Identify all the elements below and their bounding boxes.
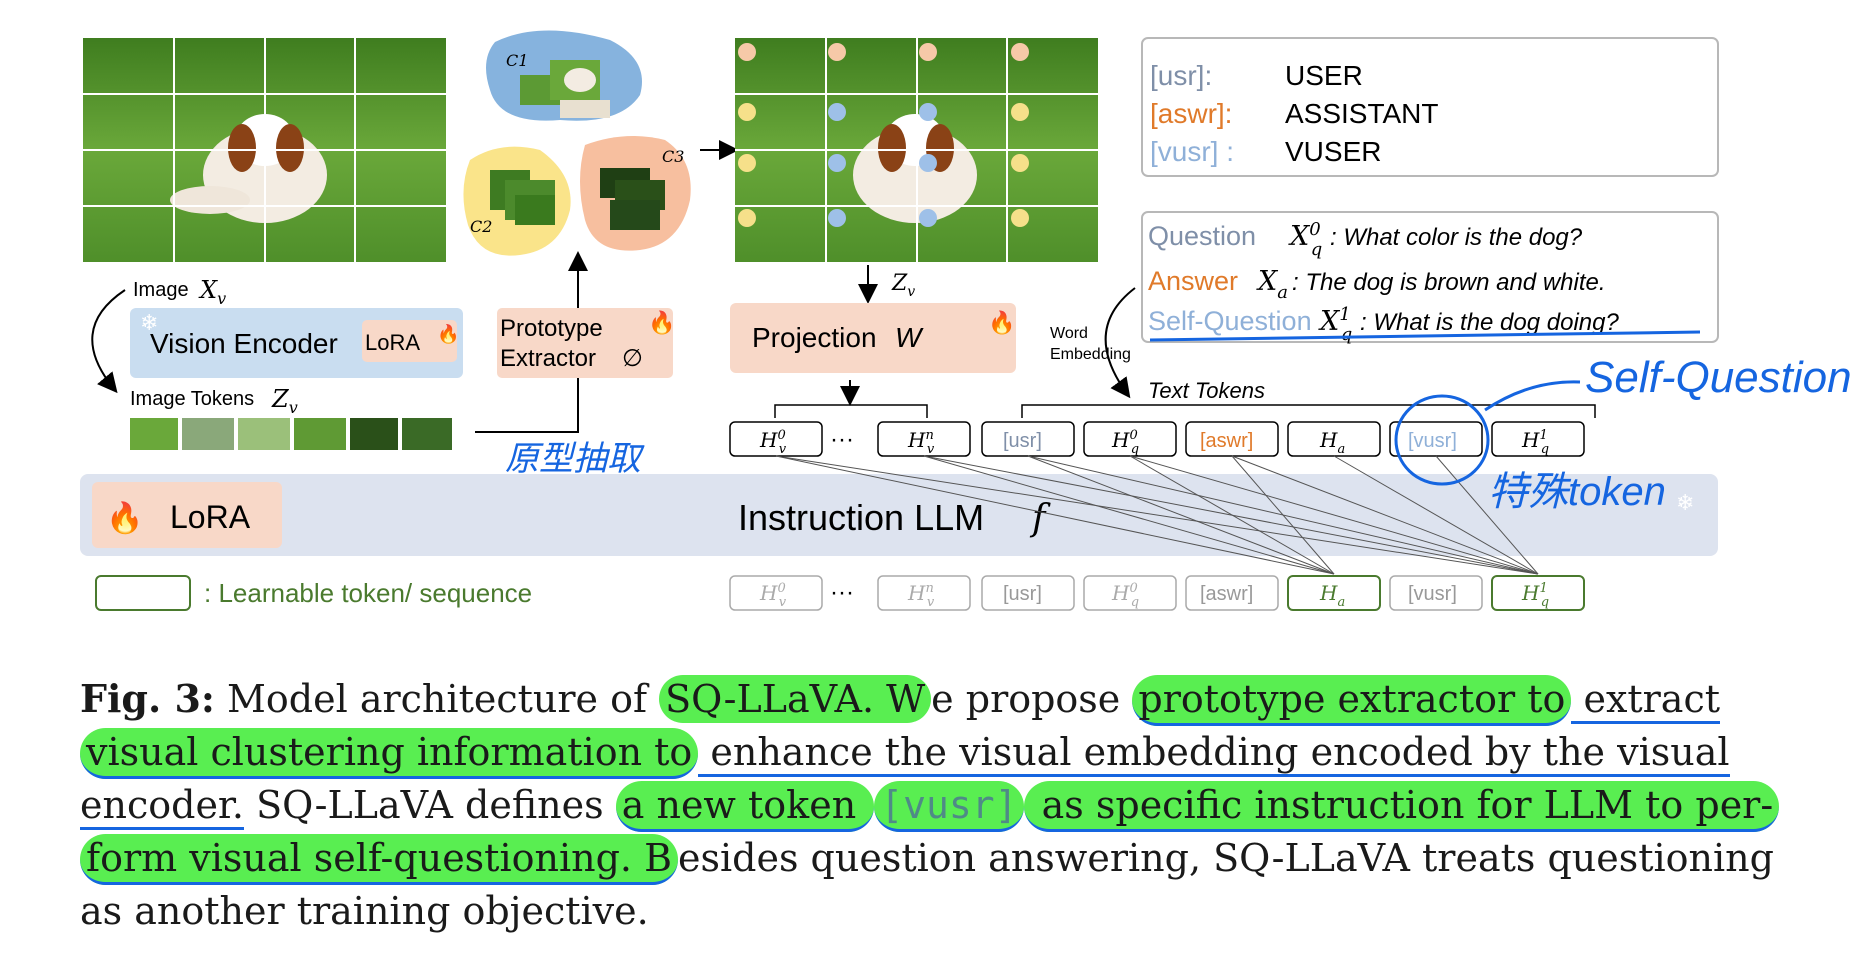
word-embedding-arrow (1104, 287, 1136, 399)
svg-text:∅: ∅ (622, 345, 643, 372)
vision-encoder-label: Vision Encoder (150, 328, 338, 359)
projection-var: W (895, 322, 924, 353)
lora-big-label: LoRA (170, 499, 251, 535)
svg-text:Zv: Zv (271, 385, 298, 417)
fire-icon: 🔥 (648, 310, 675, 335)
frozen-icon: ❄ (1676, 490, 1694, 515)
fire-icon: 🔥 (988, 310, 1015, 335)
prototype-line2: Extractor (500, 345, 596, 372)
frozen-icon: ❄ (140, 310, 158, 335)
answer-label: Answer (1148, 266, 1238, 296)
lora-small-label: LoRA (365, 330, 420, 355)
qa-box (1141, 211, 1719, 343)
fig-label: Fig. 3: (80, 676, 215, 721)
projection-label: Projection (752, 322, 877, 353)
instruction-llm-band (80, 474, 1718, 556)
pen-circle (1394, 394, 1490, 486)
cluster-c1: C1 (486, 30, 642, 121)
word-embedding-1: Word (1050, 325, 1088, 342)
role-token-box (1141, 37, 1719, 177)
caption-line-5: as another training objective. (80, 889, 649, 933)
caption-line-2: visual clustering information to enhance… (80, 726, 1760, 779)
cluster-c1-label: C1 (506, 51, 528, 70)
question-label: Question (1148, 221, 1256, 251)
vusr-role-label: [vusr] : (1150, 136, 1234, 167)
prototype-extractor-box (497, 308, 673, 378)
selfq-label: Self-Question (1148, 306, 1312, 336)
caption-line-1: Fig. 3: Model architecture of SQ-LLaVA. … (80, 672, 1760, 726)
fire-icon: 🔥 (106, 500, 143, 535)
token-vusr: [vusr] (1408, 430, 1457, 452)
handwritten-selfq: Self-Question (1585, 353, 1852, 402)
encoder-arrow (91, 289, 126, 394)
svg-text:Zv: Zv (891, 271, 915, 300)
output-token-usr: [usr] (1003, 583, 1042, 605)
answer-text: : The dog is brown and white. (1292, 269, 1606, 296)
aswr-role-label: [aswr]: (1150, 98, 1232, 129)
output-token-vusr: [vusr] (1408, 583, 1457, 605)
image-tokens-label: Image Tokens (130, 388, 254, 410)
svg-text:···: ··· (830, 579, 854, 606)
dog-image-grid (83, 38, 446, 262)
handwritten-token: 特殊token (1488, 470, 1666, 514)
token-aswr: [aswr] (1200, 430, 1253, 452)
cluster-c3: C3 (580, 136, 691, 251)
token-usr: [usr] (1003, 430, 1042, 452)
word-embedding-2: Embedding (1050, 346, 1131, 363)
text-tokens-label: Text Tokens (1148, 378, 1265, 403)
svg-text:[usr]:: [usr]: (1150, 60, 1212, 91)
cluster-c2-label: C2 (470, 217, 492, 236)
svg-text:···: ··· (830, 426, 854, 453)
fire-icon: 🔥 (437, 323, 459, 344)
aswr-role-value: ASSISTANT (1285, 98, 1439, 129)
text-bracket (1021, 404, 1596, 418)
question-text: : What color is the dog? (1330, 224, 1583, 251)
svg-text:Xv: Xv (198, 276, 226, 308)
projection-box (730, 303, 1016, 373)
learnable-legend-label: : Learnable token/ sequence (204, 578, 532, 608)
image-label: Image (133, 279, 189, 301)
figure-caption: Fig. 3: Model architecture of SQ-LLaVA. … (80, 672, 1780, 938)
prototype-line1: Prototype (500, 315, 603, 342)
usr-role-label: [usr]: (1150, 60, 1212, 91)
cluster-c3-label: C3 (662, 147, 684, 166)
instruction-llm-label: Instruction LLM (738, 497, 984, 538)
lora-small-box (362, 320, 457, 362)
selfq-text: : What is the dog doing? (1360, 309, 1619, 336)
pen-underline (1149, 330, 1701, 342)
pen-connector (1484, 380, 1581, 412)
handwritten-proto: 原型抽取 (505, 440, 645, 478)
visual-bracket (774, 404, 928, 418)
learnable-legend-box (95, 575, 191, 611)
dog-image-clustered (735, 38, 1098, 262)
image-token-strip (130, 418, 452, 450)
usr-role-value: USER (1285, 60, 1363, 91)
attention-lines (775, 455, 1539, 575)
vusr-role-value: VUSER (1285, 136, 1381, 167)
output-token-aswr: [aswr] (1200, 583, 1253, 605)
caption-line-3: encoder. SQ-LLaVA defines a new token [v… (80, 779, 1780, 832)
lora-big-box (92, 482, 282, 548)
cluster-c2: C2 (463, 146, 571, 256)
